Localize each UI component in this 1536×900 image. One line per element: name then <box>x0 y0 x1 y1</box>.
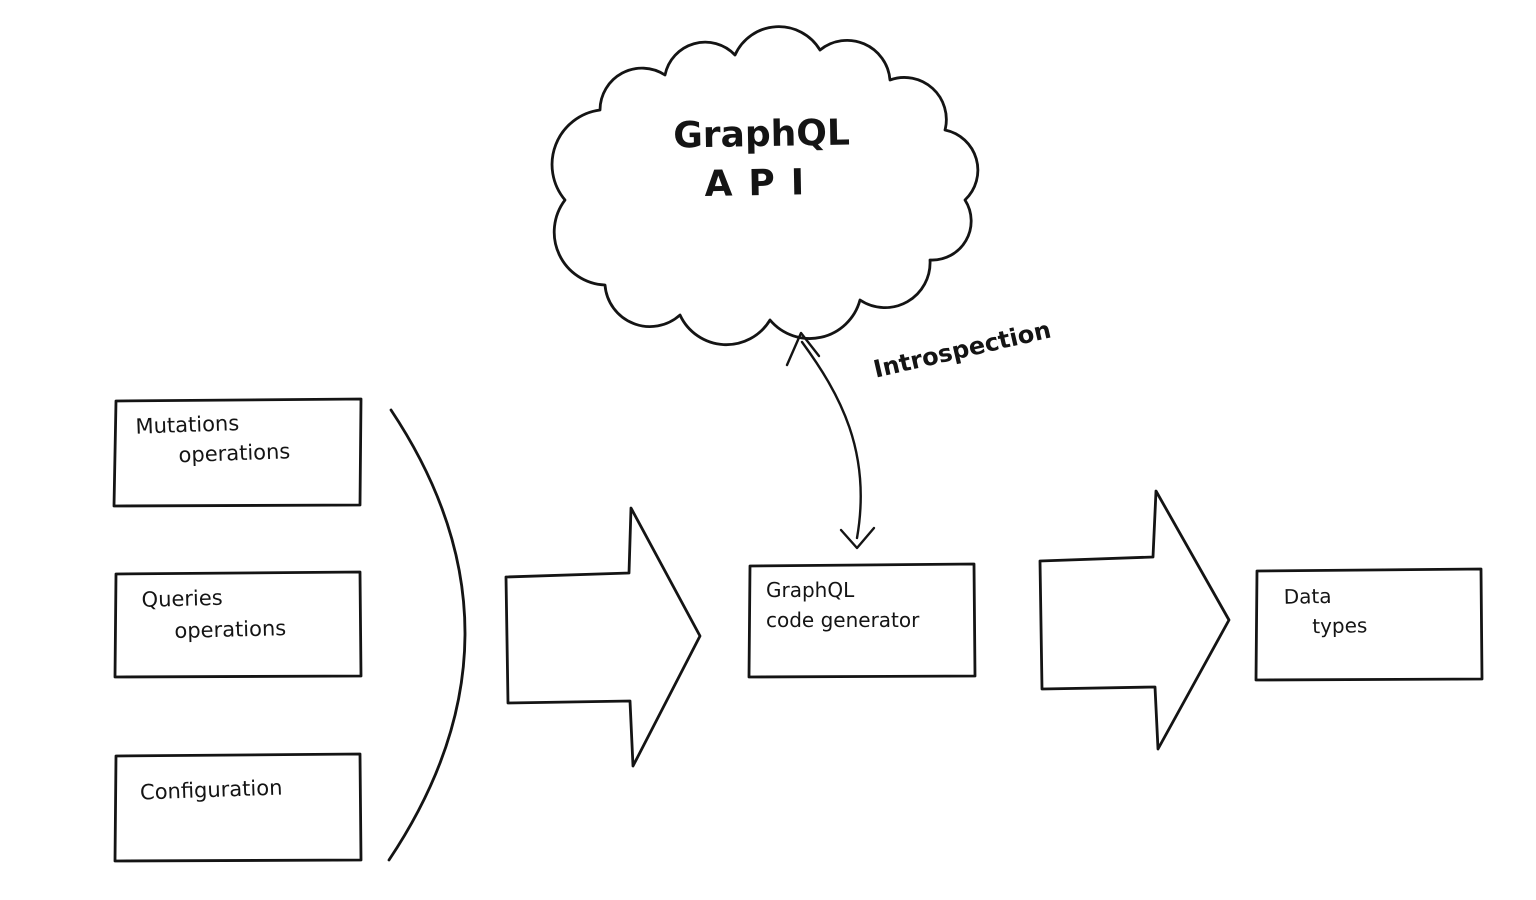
generator-box <box>747 562 977 679</box>
cloud-label: GraphQL API <box>611 111 913 206</box>
output-box <box>1254 567 1484 682</box>
queries-label-line2: operations <box>174 616 287 644</box>
generator-label: GraphQL code generator <box>766 578 919 632</box>
configuration-label: Configuration <box>140 776 283 805</box>
configuration-box <box>113 752 363 863</box>
configuration-label-line1: Configuration <box>139 775 283 805</box>
output-label-line2: types <box>1312 613 1368 639</box>
generator-label-line1: GraphQL <box>766 578 855 602</box>
introspection-arrowhead-top-icon <box>785 331 821 367</box>
queries-box <box>113 570 363 679</box>
output-label-line1: Data <box>1283 583 1332 609</box>
mutations-label-line2: operations <box>178 439 291 468</box>
cloud-label-line2: API <box>704 161 821 206</box>
block-arrow-right <box>1038 489 1231 751</box>
block-arrow-left <box>504 506 702 768</box>
mutations-label: Mutations operations <box>135 409 291 468</box>
generator-label-line2: code generator <box>766 608 920 632</box>
cloud-shape <box>550 25 980 347</box>
mutations-box <box>112 397 363 508</box>
queries-label-line1: Queries <box>141 585 223 612</box>
mutations-label-line1: Mutations <box>135 411 240 439</box>
introspection-arrowhead-bottom-icon <box>839 526 876 550</box>
queries-label: Queries operations <box>141 584 286 644</box>
output-label: Data types <box>1284 583 1368 638</box>
cloud-label-line1: GraphQL <box>672 112 851 157</box>
introspection-arrow-curve <box>800 340 862 540</box>
inputs-brace <box>387 408 467 862</box>
